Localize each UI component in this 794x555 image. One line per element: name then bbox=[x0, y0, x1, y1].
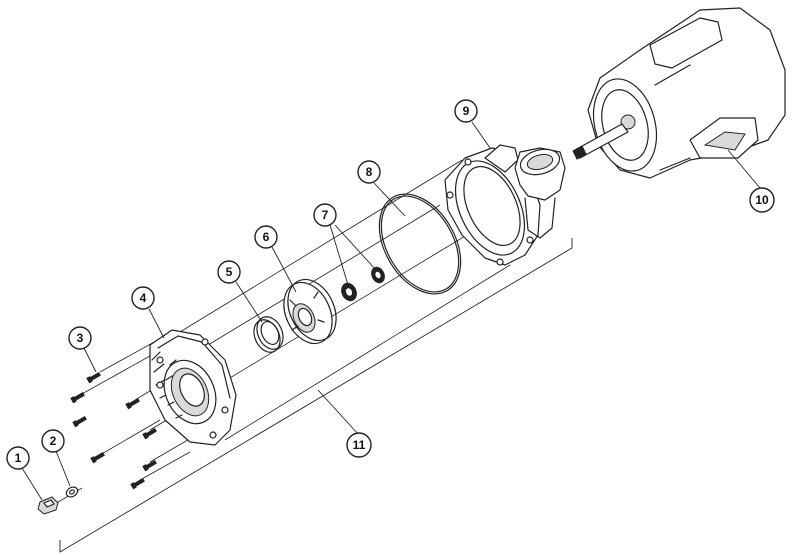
housing-o-ring-part bbox=[378, 193, 462, 295]
callout-2: 2 bbox=[41, 429, 65, 453]
callout-label-5: 5 bbox=[226, 265, 233, 279]
front-housing-part bbox=[149, 329, 237, 446]
wear-ring-part bbox=[253, 316, 284, 353]
callout-label-7: 7 bbox=[322, 208, 329, 222]
callout-label-10: 10 bbox=[755, 193, 769, 207]
impeller-part bbox=[283, 278, 337, 345]
seal-assembly-part bbox=[341, 266, 385, 302]
callout-label-2: 2 bbox=[50, 434, 57, 448]
callout-label-3: 3 bbox=[77, 331, 84, 345]
callout-label-6: 6 bbox=[263, 230, 270, 244]
assembly-bracket bbox=[59, 238, 573, 553]
motor-part bbox=[587, 7, 786, 179]
motor-shaft-part bbox=[572, 123, 629, 160]
callout-11: 11 bbox=[346, 432, 372, 458]
callout-label-9: 9 bbox=[463, 104, 470, 118]
callout-6: 6 bbox=[254, 225, 278, 249]
callout-label-11: 11 bbox=[353, 438, 366, 452]
callout-label-4: 4 bbox=[140, 291, 147, 305]
callout-3: 3 bbox=[68, 326, 92, 350]
callout-label-8: 8 bbox=[366, 165, 373, 179]
callout-9: 9 bbox=[454, 99, 478, 123]
callout-1: 1 bbox=[6, 446, 30, 470]
drain-plug-part bbox=[37, 496, 59, 515]
rear-housing-part bbox=[444, 144, 566, 266]
drain-o-ring-part bbox=[65, 486, 79, 498]
callout-5: 5 bbox=[217, 260, 241, 284]
callout-10: 10 bbox=[749, 187, 775, 213]
leader-lines bbox=[21, 121, 761, 501]
callout-8: 8 bbox=[357, 160, 381, 184]
callout-label-1: 1 bbox=[15, 451, 22, 465]
screws-part bbox=[70, 372, 157, 490]
callout-4: 4 bbox=[131, 286, 155, 310]
callout-7: 7 bbox=[313, 203, 337, 227]
